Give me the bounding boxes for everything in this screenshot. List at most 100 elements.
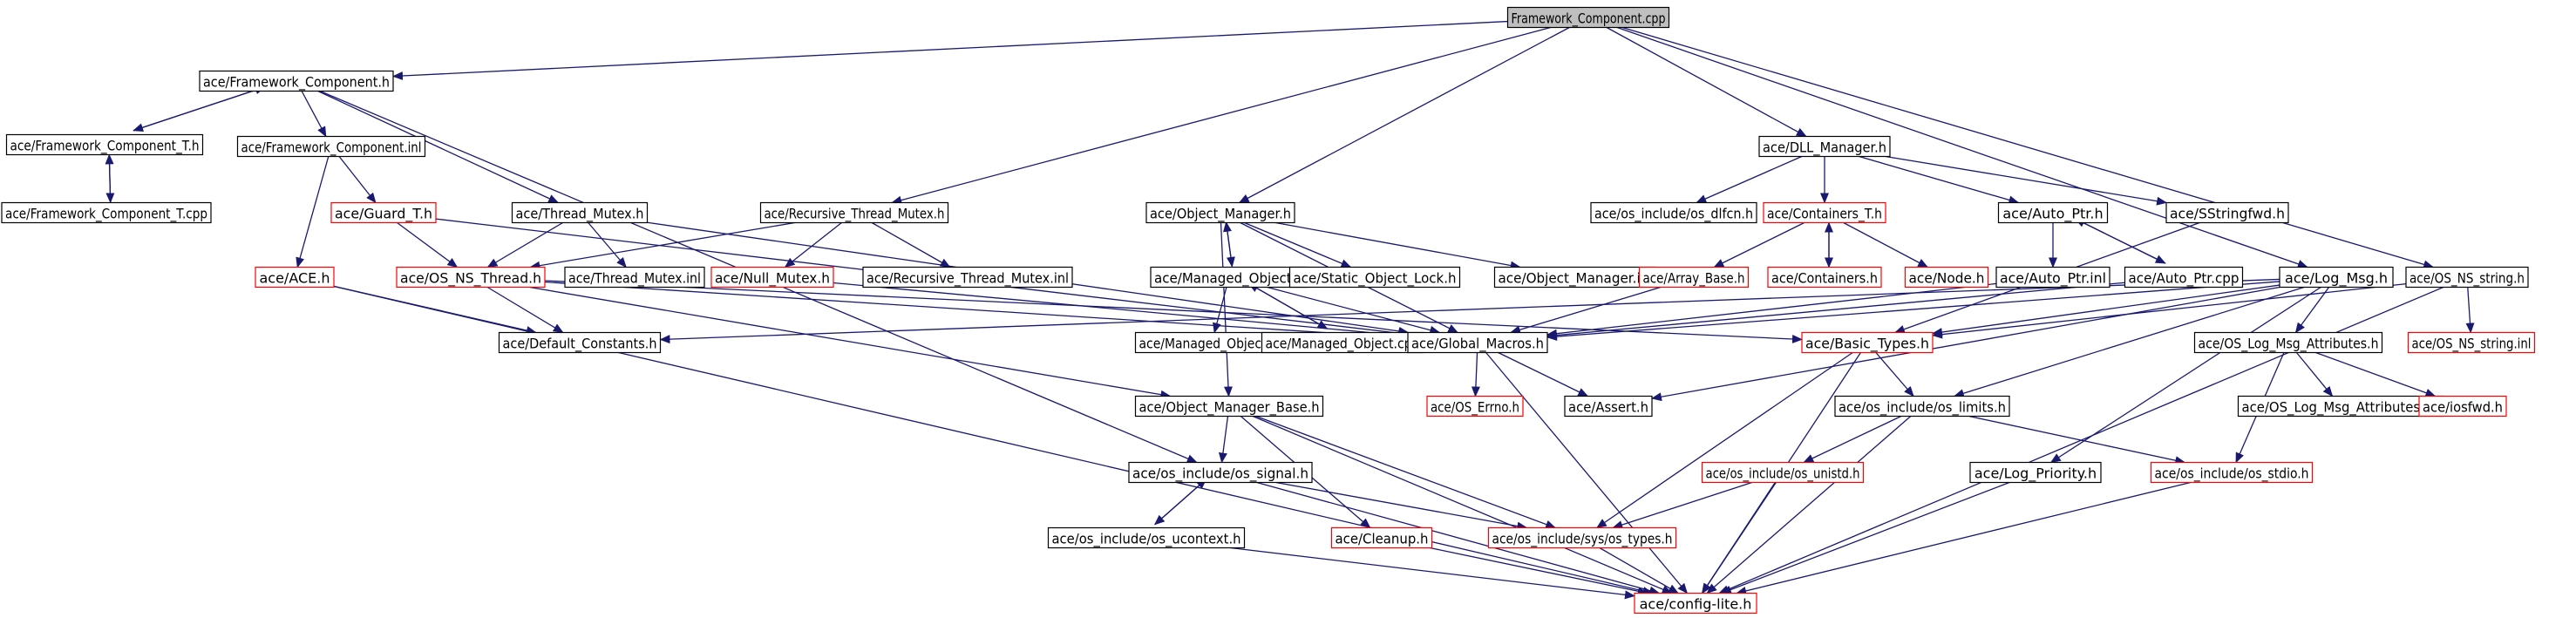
node-omb_h[interactable]: ace/Object_Manager_Base.h [1134, 395, 1324, 418]
edge-log_priority_h-to-config_lite_h [1720, 481, 2010, 594]
edge-guard_h-to-os_ns_thread_h [397, 221, 459, 268]
node-array_base_h[interactable]: ace/Array_Base.h [1638, 266, 1750, 289]
node-label: ace/Framework_Component_T.cpp [5, 206, 207, 223]
node-label: ace/config-lite.h [1640, 596, 1752, 613]
edge-sys_types_h-to-config_lite_h [1599, 547, 1679, 594]
node-box [1047, 526, 1246, 549]
edge-containers_t_h-to-node_h [1843, 221, 1929, 268]
node-om_inl[interactable]: ace/Object_Manager.inl [1493, 266, 1657, 289]
node-fc_inl[interactable]: ace/Framework_Component.inl [236, 135, 426, 158]
edge-omb_h-to-sys_types_h [1255, 415, 1557, 529]
node-fct_cpp[interactable]: ace/Framework_Component_T.cpp [1, 201, 212, 224]
node-auto_ptr_h[interactable]: ace/Auto_Ptr.h [1997, 201, 2109, 224]
edge-fc_inl-to-ace_h [296, 156, 330, 268]
node-box [1487, 526, 1677, 549]
node-box [710, 266, 834, 289]
node-config_lite_h[interactable]: ace/config-lite.h [1634, 592, 1757, 615]
node-assert_h[interactable]: ace/Assert.h [1564, 395, 1653, 418]
node-default_constants_h[interactable]: ace/Default_Constants.h [498, 331, 662, 354]
node-containers_h[interactable]: ace/Containers.h [1767, 266, 1882, 289]
node-om_h[interactable]: ace/Object_Manager.h [1145, 201, 1295, 224]
edge-log_msg_h-to-default_constants_h [659, 278, 2280, 344]
node-ace_h[interactable]: ace/ACE.h [255, 266, 335, 289]
node-box [1, 201, 212, 224]
node-label: ace/Containers_T.h [1767, 206, 1882, 223]
node-thread_mutex_h[interactable]: ace/Thread_Mutex.h [511, 201, 649, 224]
node-box [1506, 6, 1670, 29]
node-label: ace/Array_Base.h [1643, 270, 1745, 288]
node-fct_h[interactable]: ace/Framework_Component_T.h [5, 133, 204, 156]
node-label: ace/Object_Manager.h [1150, 206, 1291, 223]
node-os_signal_h[interactable]: ace/os_include/os_signal.h [1128, 461, 1313, 484]
node-label: ace/Log_Priority.h [1974, 465, 2097, 483]
node-os_dlfcn_h[interactable]: ace/os_include/os_dlfcn.h [1590, 201, 1757, 224]
node-fc_h[interactable]: ace/Framework_Component.h [199, 70, 394, 92]
edge-os_signal_h-to-sys_types_h [1275, 481, 1528, 531]
node-label: ace/os_include/os_ucontext.h [1052, 531, 1241, 548]
node-cleanup_h[interactable]: ace/Cleanup.h [1330, 526, 1433, 549]
node-sstringfwd_h[interactable]: ace/SStringfwd.h [2165, 201, 2289, 224]
node-label: Framework_Component.cpp [1512, 10, 1666, 28]
edge-os_ucontext_h-to-os_signal_h [1154, 479, 1207, 526]
node-auto_ptr_inl[interactable]: ace/Auto_Ptr.inl [1995, 266, 2110, 289]
node-box [1134, 395, 1324, 418]
node-mo_inl[interactable]: ace/Managed_Object.inl [1134, 331, 1289, 354]
node-guard_h[interactable]: ace/Guard_T.h [330, 201, 437, 224]
node-rtm_h[interactable]: ace/Recursive_Thread_Mutex.h [759, 201, 949, 224]
node-box [1128, 461, 1313, 484]
node-node_h[interactable]: ace/Node.h [1904, 266, 1989, 289]
node-box [255, 266, 335, 289]
node-label: ace/Assert.h [1568, 399, 1648, 416]
node-dll_manager_h[interactable]: ace/DLL_Manager.h [1758, 135, 1891, 158]
node-box [1763, 201, 1886, 224]
edge-fc_cpp-to-om_h [1238, 26, 1570, 204]
node-os_ns_string_h[interactable]: ace/OS_NS_string.h [2405, 266, 2529, 289]
node-os_ns_thread_h[interactable]: ace/OS_NS_Thread.h [396, 266, 546, 289]
edge-log_msg_h-to-log_priority_h [2049, 286, 2321, 464]
node-thread_mutex_inl[interactable]: ace/Thread_Mutex.inl [564, 266, 705, 289]
node-containers_t_h[interactable]: ace/Containers_T.h [1763, 201, 1886, 224]
edge-os_ucontext_h-to-config_lite_h [1230, 547, 1635, 600]
edge-rtm_h-to-rtm_inl [871, 221, 951, 268]
node-box [862, 266, 1073, 289]
node-rtm_inl[interactable]: ace/Recursive_Thread_Mutex.inl [862, 266, 1073, 289]
node-log_priority_h[interactable]: ace/Log_Priority.h [1969, 461, 2102, 484]
node-box [1801, 331, 1934, 354]
edge-os_ns_thread_h-to-basic_types_h [544, 280, 1803, 343]
node-null_mutex_h[interactable]: ace/Null_Mutex.h [710, 266, 834, 289]
node-iosfwd_h[interactable]: ace/iosfwd.h [2418, 395, 2507, 418]
edge-log_msg_h-to-basic_types_h [1932, 284, 2280, 336]
edge-os_stdio_h-to-config_lite_h [1736, 481, 2192, 595]
node-os_limits_h[interactable]: ace/os_include/os_limits.h [1834, 395, 2010, 418]
node-sol_h[interactable]: ace/Static_Object_Lock.h [1288, 266, 1461, 289]
edge-omb_h-to-os_signal_h [1218, 416, 1229, 464]
edge-fc_cpp-to-dll_manager_h [1606, 26, 1807, 138]
node-auto_ptr_cpp[interactable]: ace/Auto_Ptr.cpp [2124, 266, 2244, 289]
node-sys_types_h[interactable]: ace/os_include/sys/os_types.h [1487, 526, 1677, 549]
node-olma_h[interactable]: ace/OS_Log_Msg_Attributes.h [2193, 331, 2383, 354]
node-os_unistd_h[interactable]: ace/os_include/os_unistd.h [1701, 461, 1865, 484]
node-os_ns_string_inl[interactable]: ace/OS_NS_string.inl [2407, 331, 2536, 354]
edge-os_limits_h-to-config_lite_h [1706, 416, 1912, 594]
node-os_ucontext_h[interactable]: ace/os_include/os_ucontext.h [1047, 526, 1246, 549]
node-mo_h[interactable]: ace/Managed_Object.h [1150, 266, 1308, 289]
edge-os_unistd_h-to-config_lite_h [1702, 482, 1777, 594]
edge-log_msg_h-to-assert_h [1651, 286, 2280, 402]
node-gm_h[interactable]: ace/Global_Macros.h [1407, 331, 1548, 354]
node-log_msg_h[interactable]: ace/Log_Msg.h [2279, 266, 2394, 289]
node-label: ace/Null_Mutex.h [715, 270, 830, 288]
node-mo_cpp[interactable]: ace/Managed_Object.cpp [1261, 331, 1424, 354]
node-label: ace/Managed_Object.h [1154, 270, 1304, 288]
node-olma_inl[interactable]: ace/OS_Log_Msg_Attributes.inl [2237, 395, 2444, 418]
edge-om_h-to-om_inl [1275, 221, 1521, 270]
node-os_stdio_h[interactable]: ace/os_include/os_stdio.h [2150, 461, 2314, 484]
edge-thread_mutex_h-to-thread_mutex_inl [588, 222, 627, 268]
node-label: ace/Managed_Object.inl [1139, 336, 1285, 353]
node-os_errno_h[interactable]: ace/OS_Errno.h [1426, 395, 1524, 418]
node-box [1638, 266, 1750, 289]
edge-gm_h-to-config_lite_h [1485, 352, 1689, 594]
edge-array_base_h-to-gm_h [1510, 286, 1662, 335]
node-box [759, 201, 949, 224]
node-fc_cpp[interactable]: Framework_Component.cpp [1506, 6, 1670, 29]
node-basic_types_h[interactable]: ace/Basic_Types.h [1801, 331, 1934, 354]
